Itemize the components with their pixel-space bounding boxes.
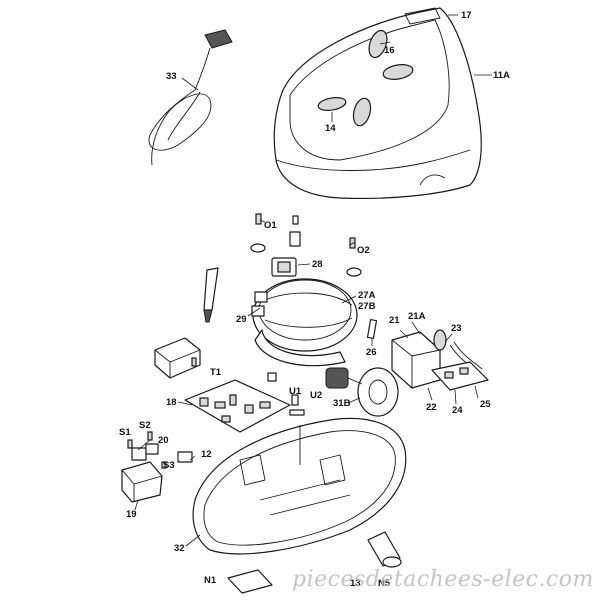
callout-12: 12 [201, 449, 212, 460]
callout-14: 14 [325, 123, 336, 134]
part-14-button [317, 97, 372, 127]
callout-o2: O2 [357, 245, 370, 256]
callout-s1: S1 [119, 427, 131, 438]
callout-29: 29 [236, 314, 247, 325]
part-24-25-connectors [431, 361, 489, 391]
part-bracket [154, 337, 201, 379]
part-16-window [368, 29, 414, 80]
part-n1-plate [227, 569, 273, 594]
callout-n5: N5 [378, 578, 391, 589]
callout-o1: O1 [264, 220, 277, 231]
part-18-pcb [184, 379, 291, 433]
site-watermark: piecesdetachees-elec.com [292, 567, 594, 592]
part-19-switch-bracket [121, 461, 163, 503]
part-heating-rod [203, 267, 219, 323]
part-o1-screw [255, 213, 299, 225]
part-t1-screw [191, 357, 197, 367]
part-11a-top-cover [273, 7, 482, 200]
callout-22: 22 [426, 402, 437, 413]
part-32-base [192, 417, 407, 555]
callout-26: 26 [366, 347, 377, 358]
callout-t1: T1 [210, 367, 222, 378]
callout-27b: 27B [358, 301, 376, 312]
callout-21: 21 [389, 315, 400, 326]
callout-27a: 27A [358, 290, 376, 301]
callout-13: 13 [350, 578, 361, 589]
part-27-boiler-assembly [252, 278, 358, 367]
callout-16: 16 [384, 45, 395, 56]
callout-31b: 31B [333, 398, 351, 409]
callout-s3: S3 [163, 460, 175, 471]
leader-lines [134, 14, 492, 547]
part-13-nozzle [367, 531, 402, 568]
callout-21a: 21A [408, 311, 426, 322]
part-28-thermostat [271, 257, 297, 277]
part-u1-u2-spacers [267, 372, 305, 416]
part-12-microswitch [161, 451, 193, 469]
part-33-power-cord [148, 29, 233, 166]
callout-25: 25 [480, 399, 491, 410]
callout-32: 32 [174, 543, 185, 554]
callout-n1: N1 [204, 575, 217, 586]
callout-19: 19 [126, 509, 137, 520]
callout-23: 23 [451, 323, 462, 334]
part-26-pin [366, 319, 378, 339]
callout-labels: 17 16 11A 14 33 O1 O2 28 27A 27B 29 21 2… [119, 10, 510, 589]
callout-11a: 11A [493, 70, 510, 81]
part-o2-screw [349, 237, 356, 249]
part-31b-coupling [325, 367, 399, 417]
callout-28: 28 [312, 259, 323, 270]
callout-33: 33 [166, 71, 177, 82]
callout-18: 18 [166, 397, 177, 408]
callout-s2: S2 [139, 420, 151, 431]
callout-24: 24 [452, 405, 463, 416]
part-washers [250, 231, 362, 277]
part-21-pump [391, 329, 447, 389]
part-29-connector [251, 291, 268, 317]
callout-u1: U1 [289, 386, 302, 397]
callout-u2: U2 [310, 390, 322, 401]
callout-20: 20 [158, 435, 169, 446]
part-20-switch [131, 443, 159, 461]
callout-17: 17 [461, 10, 472, 21]
